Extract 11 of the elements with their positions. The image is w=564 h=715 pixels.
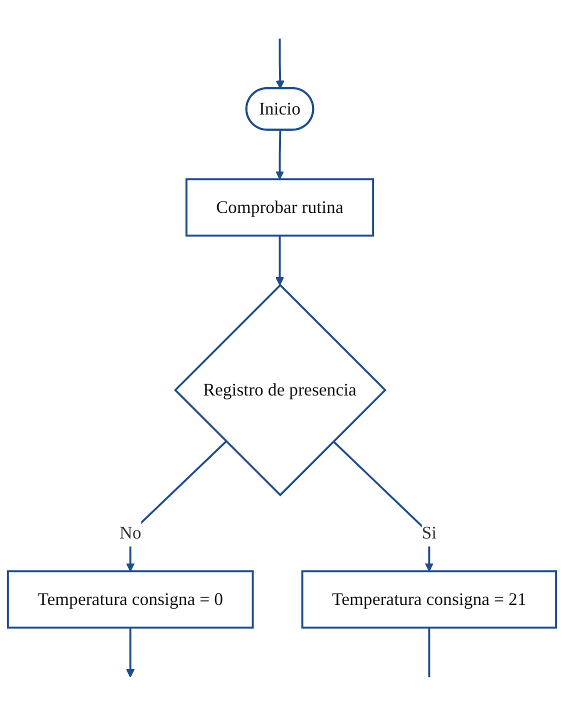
arrow (276, 38, 284, 89)
edge-label: Si (422, 522, 437, 542)
edge-label: No (119, 522, 142, 542)
node-box: Temperatura consigna = 21 (301, 570, 558, 628)
node-diamond: Registro de presencia (174, 283, 387, 496)
node-box: Temperatura consigna = 0 (6, 570, 254, 628)
node-box: Comprobar rutina (185, 178, 374, 236)
arrow (126, 627, 135, 678)
connector (428, 627, 430, 677)
arrow (275, 235, 284, 286)
arrow (275, 130, 284, 180)
